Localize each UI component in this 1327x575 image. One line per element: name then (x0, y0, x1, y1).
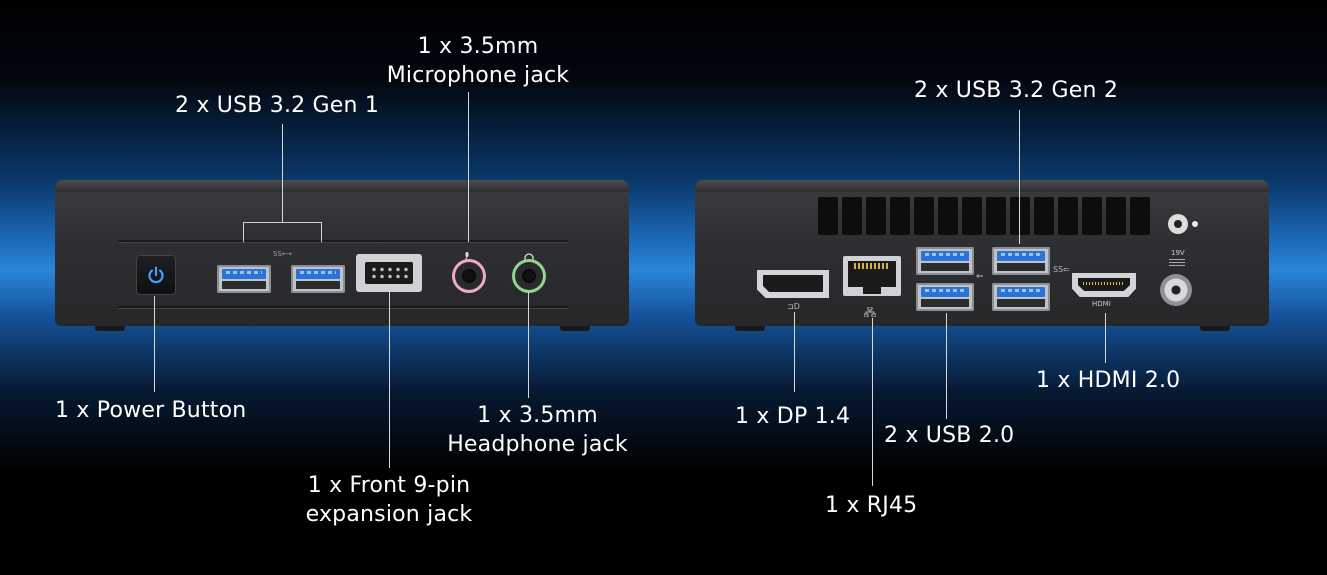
label-dp: 1 x DP 1.4 (735, 404, 851, 429)
label-headphone-line1: 1 x 3.5mm (477, 403, 598, 428)
line-microphone (468, 92, 469, 242)
back-foot-left (735, 326, 765, 331)
microphone-icon (464, 246, 470, 262)
power-icon (148, 266, 164, 284)
usb-gen2-port-1 (916, 247, 974, 275)
line-usb-gen2 (1019, 110, 1020, 244)
headphone-jack (515, 262, 543, 290)
back-panel-top-edge (695, 180, 1269, 192)
usb2-port-1 (916, 283, 974, 311)
line-usb2 (946, 313, 947, 419)
label-front-9pin-line2: expansion jack (305, 502, 473, 527)
label-usb-gen2: 2 x USB 3.2 Gen 2 (914, 78, 1119, 103)
usb-gen1-bracket-right (321, 222, 322, 242)
front-panel-groove (118, 240, 568, 243)
label-usb-gen1: 2 x USB 3.2 Gen 1 (175, 93, 380, 118)
label-headphone: 1 x 3.5mm Headphone jack (440, 401, 635, 459)
label-microphone-line1: 1 x 3.5mm (417, 34, 539, 59)
line-power (154, 296, 155, 392)
label-headphone-line2: Headphone jack (447, 432, 628, 457)
dc-polarity-icon (1169, 259, 1185, 267)
usb-gen2-port-2 (992, 247, 1050, 275)
label-hdmi: 1 x HDMI 2.0 (1036, 368, 1181, 393)
line-usb-gen1 (282, 124, 283, 222)
front-foot-right (560, 326, 590, 331)
usb-ss-marking: SS⟷ (273, 250, 292, 258)
usb-ss-symbol-icon: SS⇐ (1053, 265, 1070, 274)
displayport-port (757, 270, 829, 298)
displayport-icon: ⊐D (787, 302, 800, 311)
vent-grille (818, 197, 1150, 237)
dc-voltage-marking: 19V (1171, 249, 1185, 257)
line-dp (794, 312, 795, 392)
headphone-icon (524, 247, 534, 266)
led-dot (1192, 221, 1198, 227)
lock-slot (1168, 214, 1188, 234)
label-microphone-line2: Microphone jack (386, 63, 570, 88)
dc-power-jack (1160, 274, 1192, 306)
label-usb2: 2 x USB 2.0 (884, 423, 1015, 448)
line-rj45 (872, 318, 873, 486)
usb2-port-2 (992, 283, 1050, 311)
front-foot-left (95, 326, 125, 331)
line-headphone (528, 292, 529, 398)
hdmi-marking: HDMI (1092, 300, 1111, 308)
usb-symbol-icon: ⇐ (976, 272, 984, 282)
label-microphone: 1 x 3.5mm Microphone jack (383, 32, 573, 90)
front-9pin-header (356, 254, 422, 292)
usb-gen1-port-2 (291, 265, 345, 293)
label-power: 1 x Power Button (55, 398, 247, 423)
line-front-9pin (389, 292, 390, 468)
usb-gen1-bracket-top (243, 222, 322, 223)
front-panel-groove-bottom (118, 306, 568, 309)
hdmi-port (1072, 273, 1136, 297)
microphone-jack (455, 262, 483, 290)
usb-gen1-bracket-left (243, 222, 244, 242)
network-icon (863, 302, 877, 321)
label-front-9pin: 1 x Front 9-pin expansion jack (300, 471, 478, 529)
label-rj45: 1 x RJ45 (825, 493, 918, 518)
label-front-9pin-line1: 1 x Front 9-pin (307, 473, 471, 498)
usb-gen1-port-1 (217, 265, 271, 293)
rj45-port (843, 256, 901, 296)
power-button[interactable] (136, 255, 176, 295)
front-panel-top-edge (55, 180, 629, 192)
line-hdmi (1105, 313, 1106, 363)
back-foot-right (1200, 326, 1230, 331)
